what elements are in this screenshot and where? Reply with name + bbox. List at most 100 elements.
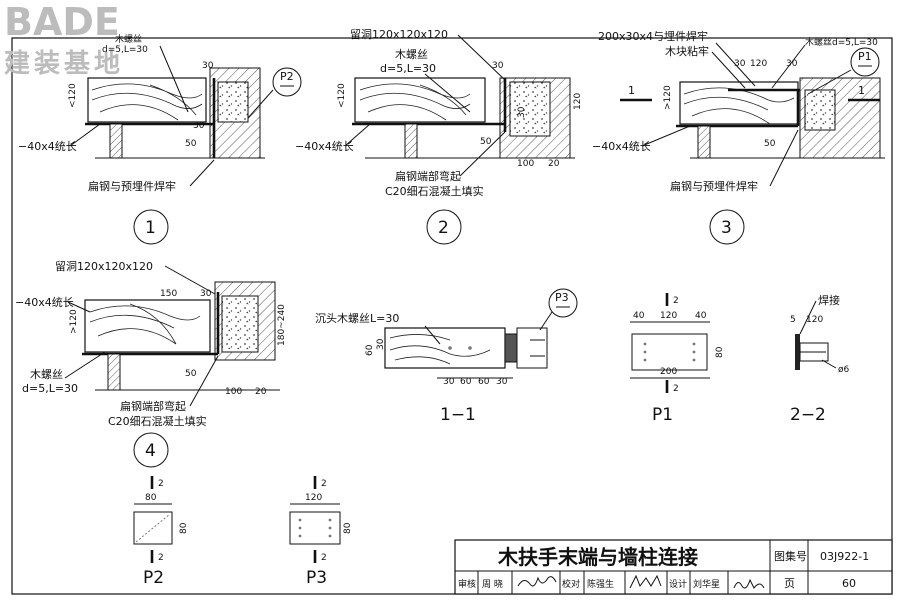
s22-dim-c: ø6 (838, 365, 850, 375)
title-block: 木扶手末端与墙柱连接 图集号 03J922-1 审核 周 晓 校对 陈强生 设计… (454, 539, 893, 595)
s11-dim-a: 60 (365, 344, 375, 356)
page-label: 页 (784, 577, 795, 590)
p3-title: P3 (306, 568, 327, 588)
d4-screw-label: 木螺丝 (30, 368, 63, 381)
d3-dim-b: 30 (734, 59, 746, 69)
d2-hole-label: 留洞120x120x120 (350, 28, 448, 41)
s11-title: 1−1 (440, 405, 476, 425)
d4-dim-g: 20 (255, 387, 267, 397)
p1-cut-bottom: 2 (673, 384, 679, 394)
d3-dim-e: 50 (764, 139, 776, 149)
d3-dim-c: 30 (786, 59, 798, 69)
d4-hole-label: 留洞120x120x120 (55, 260, 153, 273)
p1-dim-e: 200 (660, 367, 677, 377)
d3-dim-a: 120 (750, 59, 767, 69)
s22-weld-label: 焊接 (818, 293, 840, 307)
p3-dim-b: 80 (343, 522, 353, 534)
d3-callout (709, 209, 745, 245)
p2-cut-top: 2 (158, 479, 164, 489)
p1-dim-d: 80 (715, 346, 725, 358)
p1-dim-c: 40 (695, 311, 707, 321)
d2-dim-f: 100 (517, 159, 534, 169)
d3-p1-label: P1 (858, 50, 872, 63)
d3-glue-label: 木块粘牢 (665, 44, 709, 58)
d2-bar-label: −40x4统长 (295, 140, 354, 153)
d2-screw-label: 木螺丝 (395, 48, 428, 61)
s11-p3-label: P3 (555, 291, 569, 304)
section-2-2: 焊接 5 120 ø6 2−2 (790, 293, 850, 425)
d4-number: 4 (145, 441, 156, 461)
atlas-number: 03J922-1 (820, 550, 869, 563)
s22-title: 2−2 (790, 405, 826, 425)
atlas-label: 图集号 (774, 549, 807, 563)
d3-dim-d: >120 (663, 85, 673, 110)
d2-dim-g: 20 (548, 159, 560, 169)
plate-p1: 2 40 120 40 80 200 2 P1 (630, 293, 725, 425)
design-name: 刘华星 (693, 578, 720, 590)
logo-brand: BADE (4, 0, 120, 44)
s11-ref-p3 (548, 288, 578, 318)
d2-callout (426, 209, 462, 245)
d1-p2-label: P2 (280, 70, 294, 83)
d3-bar-label: −40x4统长 (592, 140, 651, 153)
logo: BADE 建装基地 (4, 0, 124, 79)
detail-4: 留洞120x120x120 −40x4统长 木螺丝 d=5,L=30 150 3… (15, 260, 287, 468)
p2-title: P2 (143, 568, 164, 588)
s11-dim-e: 60 (478, 377, 490, 387)
d4-dim-d: 180~240 (277, 304, 287, 346)
p3-cut-bottom: 2 (321, 553, 327, 563)
p1-title: P1 (652, 405, 673, 425)
detail-1: 木螺丝 d=5,L=30 30 <120 30 50 −40x4统长 扁钢与预埋… (18, 33, 302, 245)
s11-dim-f: 30 (496, 377, 508, 387)
s11-screw-label: 沉头木螺丝L=30 (315, 312, 399, 325)
check-signature (629, 574, 662, 589)
d1-ref-p2 (272, 67, 302, 97)
drawing-title: 木扶手末端与墙柱连接 (497, 545, 698, 569)
d1-dim-a: 30 (202, 61, 214, 71)
p2-dim-a: 80 (145, 493, 157, 503)
d2-screw-spec: d=5,L=30 (380, 62, 436, 75)
d3-screw-label: 木螺丝d=5,L=30 (805, 36, 878, 48)
s11-dim-d: 60 (460, 377, 472, 387)
page-number: 60 (842, 577, 856, 590)
d4-screw-spec: d=5,L=30 (22, 382, 78, 395)
d4-bar-label: −40x4统长 (15, 296, 74, 309)
detail-3: 200x30x4与埋件焊牢 木块粘牢 木螺丝d=5,L=30 120 30 30… (592, 29, 885, 245)
review-name: 周 晓 (482, 578, 503, 590)
d4-dim-a: 150 (160, 289, 177, 299)
handrail-wood (87, 77, 207, 123)
d1-callout (133, 209, 169, 245)
review-label: 审核 (458, 578, 476, 590)
d2-note1: 扁钢端部弯起 (395, 169, 461, 183)
check-label: 校对 (562, 578, 580, 590)
d4-dim-b: 30 (200, 289, 212, 299)
sheet-border (11, 37, 893, 595)
p1-dim-b: 120 (660, 311, 677, 321)
d1-weld-label: 扁钢与预埋件焊牢 (88, 179, 176, 193)
check-name: 陈强生 (587, 578, 614, 590)
s22-dim-a: 5 (790, 315, 796, 325)
d2-dim-b: <120 (337, 83, 347, 108)
d2-number: 2 (438, 218, 449, 238)
d3-plate-label: 200x30x4与埋件焊牢 (598, 29, 708, 43)
d4-note2: C20细石混凝土填实 (108, 414, 207, 428)
d4-dim-e: 50 (185, 369, 197, 379)
plate-p2: 2 80 80 2 P2 (133, 476, 189, 588)
d3-weld-label: 扁钢与预埋件焊牢 (670, 179, 758, 193)
d3-ref-p1 (850, 47, 880, 77)
d2-dim-a: 30 (492, 61, 504, 71)
logo-subtitle: 建装基地 (4, 49, 124, 79)
d4-callout (133, 432, 169, 468)
design-signature (733, 578, 765, 589)
p3-dim-a: 120 (305, 493, 322, 503)
d1-dim-d: 50 (185, 139, 197, 149)
d3-section-right: 1 (858, 84, 865, 97)
d1-screw-spec: d=5,L=30 (102, 45, 148, 55)
d3-section-left: 1 (628, 84, 635, 97)
d4-note1: 扁钢端部弯起 (120, 399, 186, 413)
p1-dim-a: 40 (633, 311, 645, 321)
p1-cut-top: 2 (673, 296, 679, 306)
d1-screw-label: 木螺丝 (115, 33, 142, 45)
review-signature (517, 576, 557, 587)
